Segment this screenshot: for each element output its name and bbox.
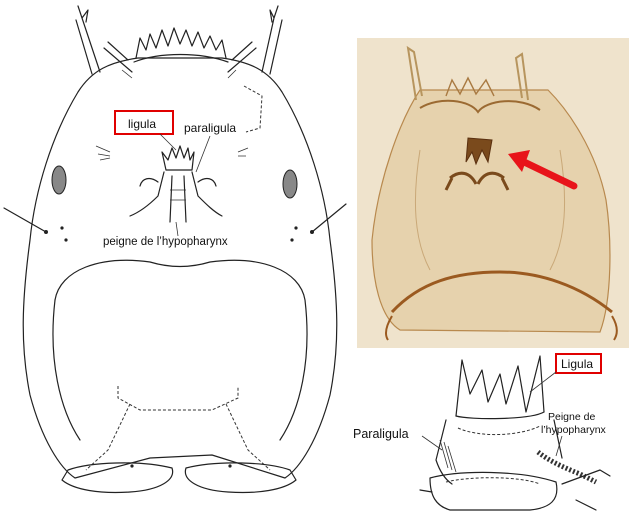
lateral-seta-left	[3, 207, 47, 233]
micrograph-photo	[357, 38, 629, 348]
eye-spot-left	[51, 165, 67, 195]
photo-antenna-right	[514, 52, 529, 101]
antenna-left	[75, 5, 101, 75]
paraligula-arms	[139, 177, 217, 187]
detail-label-comb-line1: Peigne de	[548, 411, 595, 423]
leader-comb	[175, 221, 179, 237]
pore-right-2	[290, 238, 294, 242]
hypopharynx-structure	[129, 145, 223, 223]
detail-edges	[419, 469, 611, 511]
dashed-basal-lines	[85, 403, 271, 471]
seta-top-left	[121, 69, 133, 79]
head-capsule-outline	[22, 57, 338, 479]
detail-ligula-highlight-box	[555, 353, 602, 374]
label-paraligula: paraligula	[184, 121, 236, 135]
hypopharynx-cross	[170, 189, 186, 201]
seta-left	[95, 145, 111, 161]
detail-label-ligula: Ligula	[561, 357, 593, 371]
photo-posterior-ends	[384, 315, 618, 341]
photo-hypopharynx	[444, 171, 510, 191]
detail-dashed-prementum	[445, 477, 541, 485]
detail-leader-ligula	[529, 371, 557, 393]
photo-ligula	[465, 137, 493, 166]
pore-left-1	[60, 226, 64, 230]
photo-head-capsule	[371, 89, 611, 333]
photo-labrum	[445, 76, 495, 97]
mandible-left	[103, 41, 133, 73]
basal-pore-right	[228, 464, 232, 468]
hypopharynx-arms	[129, 171, 223, 217]
lateral-seta-right	[311, 203, 347, 233]
leader-paraligula	[195, 135, 211, 173]
label-ligula: ligula	[128, 117, 156, 131]
photo-arrow-shaft	[516, 156, 578, 190]
basal-pore-left	[130, 464, 134, 468]
photo-arrow-head	[508, 150, 530, 172]
labrum-edge	[133, 53, 229, 63]
hypopharynx-stem	[169, 175, 187, 223]
detail-ligula-base	[455, 411, 545, 420]
seta-right	[237, 147, 249, 157]
detail-dashed-line	[457, 425, 541, 435]
occipital-outline	[54, 259, 308, 441]
ligula-teeth	[161, 145, 195, 171]
labrum-teeth	[135, 27, 227, 59]
basal-lobe-right	[184, 462, 297, 494]
detail-label-comb-line2: l’hypopharynx	[541, 424, 607, 436]
pore-right-1	[294, 226, 298, 230]
detail-comb	[536, 450, 598, 485]
leader-ligula	[159, 133, 177, 151]
detail-leader-paraligula	[421, 435, 443, 451]
antenna-right	[261, 5, 283, 75]
photo-antenna-left	[406, 45, 423, 101]
detail-paraligula	[435, 419, 563, 485]
photo-posterior-bar	[390, 270, 613, 314]
mandible-right	[227, 41, 257, 73]
label-comb: peigne de l’hypopharynx	[103, 236, 228, 248]
detail-label-paraligula: Paraligula	[353, 427, 409, 441]
occipital-outline-left	[52, 299, 81, 441]
photo-inner-lines	[414, 149, 566, 271]
ligula-highlight-box	[114, 110, 174, 135]
detail-leader-comb	[555, 435, 563, 457]
detail-paraligula-hatch	[439, 439, 457, 473]
detail-drawing: Ligula Paraligula Peigne de l’hypopharyn…	[353, 353, 611, 511]
basal-lobe-left	[61, 462, 174, 494]
seta-top-right	[227, 69, 237, 79]
detail-ligula-teeth	[455, 355, 545, 417]
dashed-sclerite-right	[243, 85, 263, 133]
eye-spot-right	[282, 169, 298, 199]
detail-prementum	[429, 471, 558, 511]
dashed-basal-plate	[117, 386, 239, 411]
head-capsule-drawing: ligula paraligula peigne de l’hypopharyn…	[3, 5, 347, 494]
seta-socket-left	[44, 230, 48, 234]
pore-left-2	[64, 238, 68, 242]
seta-socket-right	[310, 230, 314, 234]
photo-upper-sclerite	[419, 99, 541, 114]
